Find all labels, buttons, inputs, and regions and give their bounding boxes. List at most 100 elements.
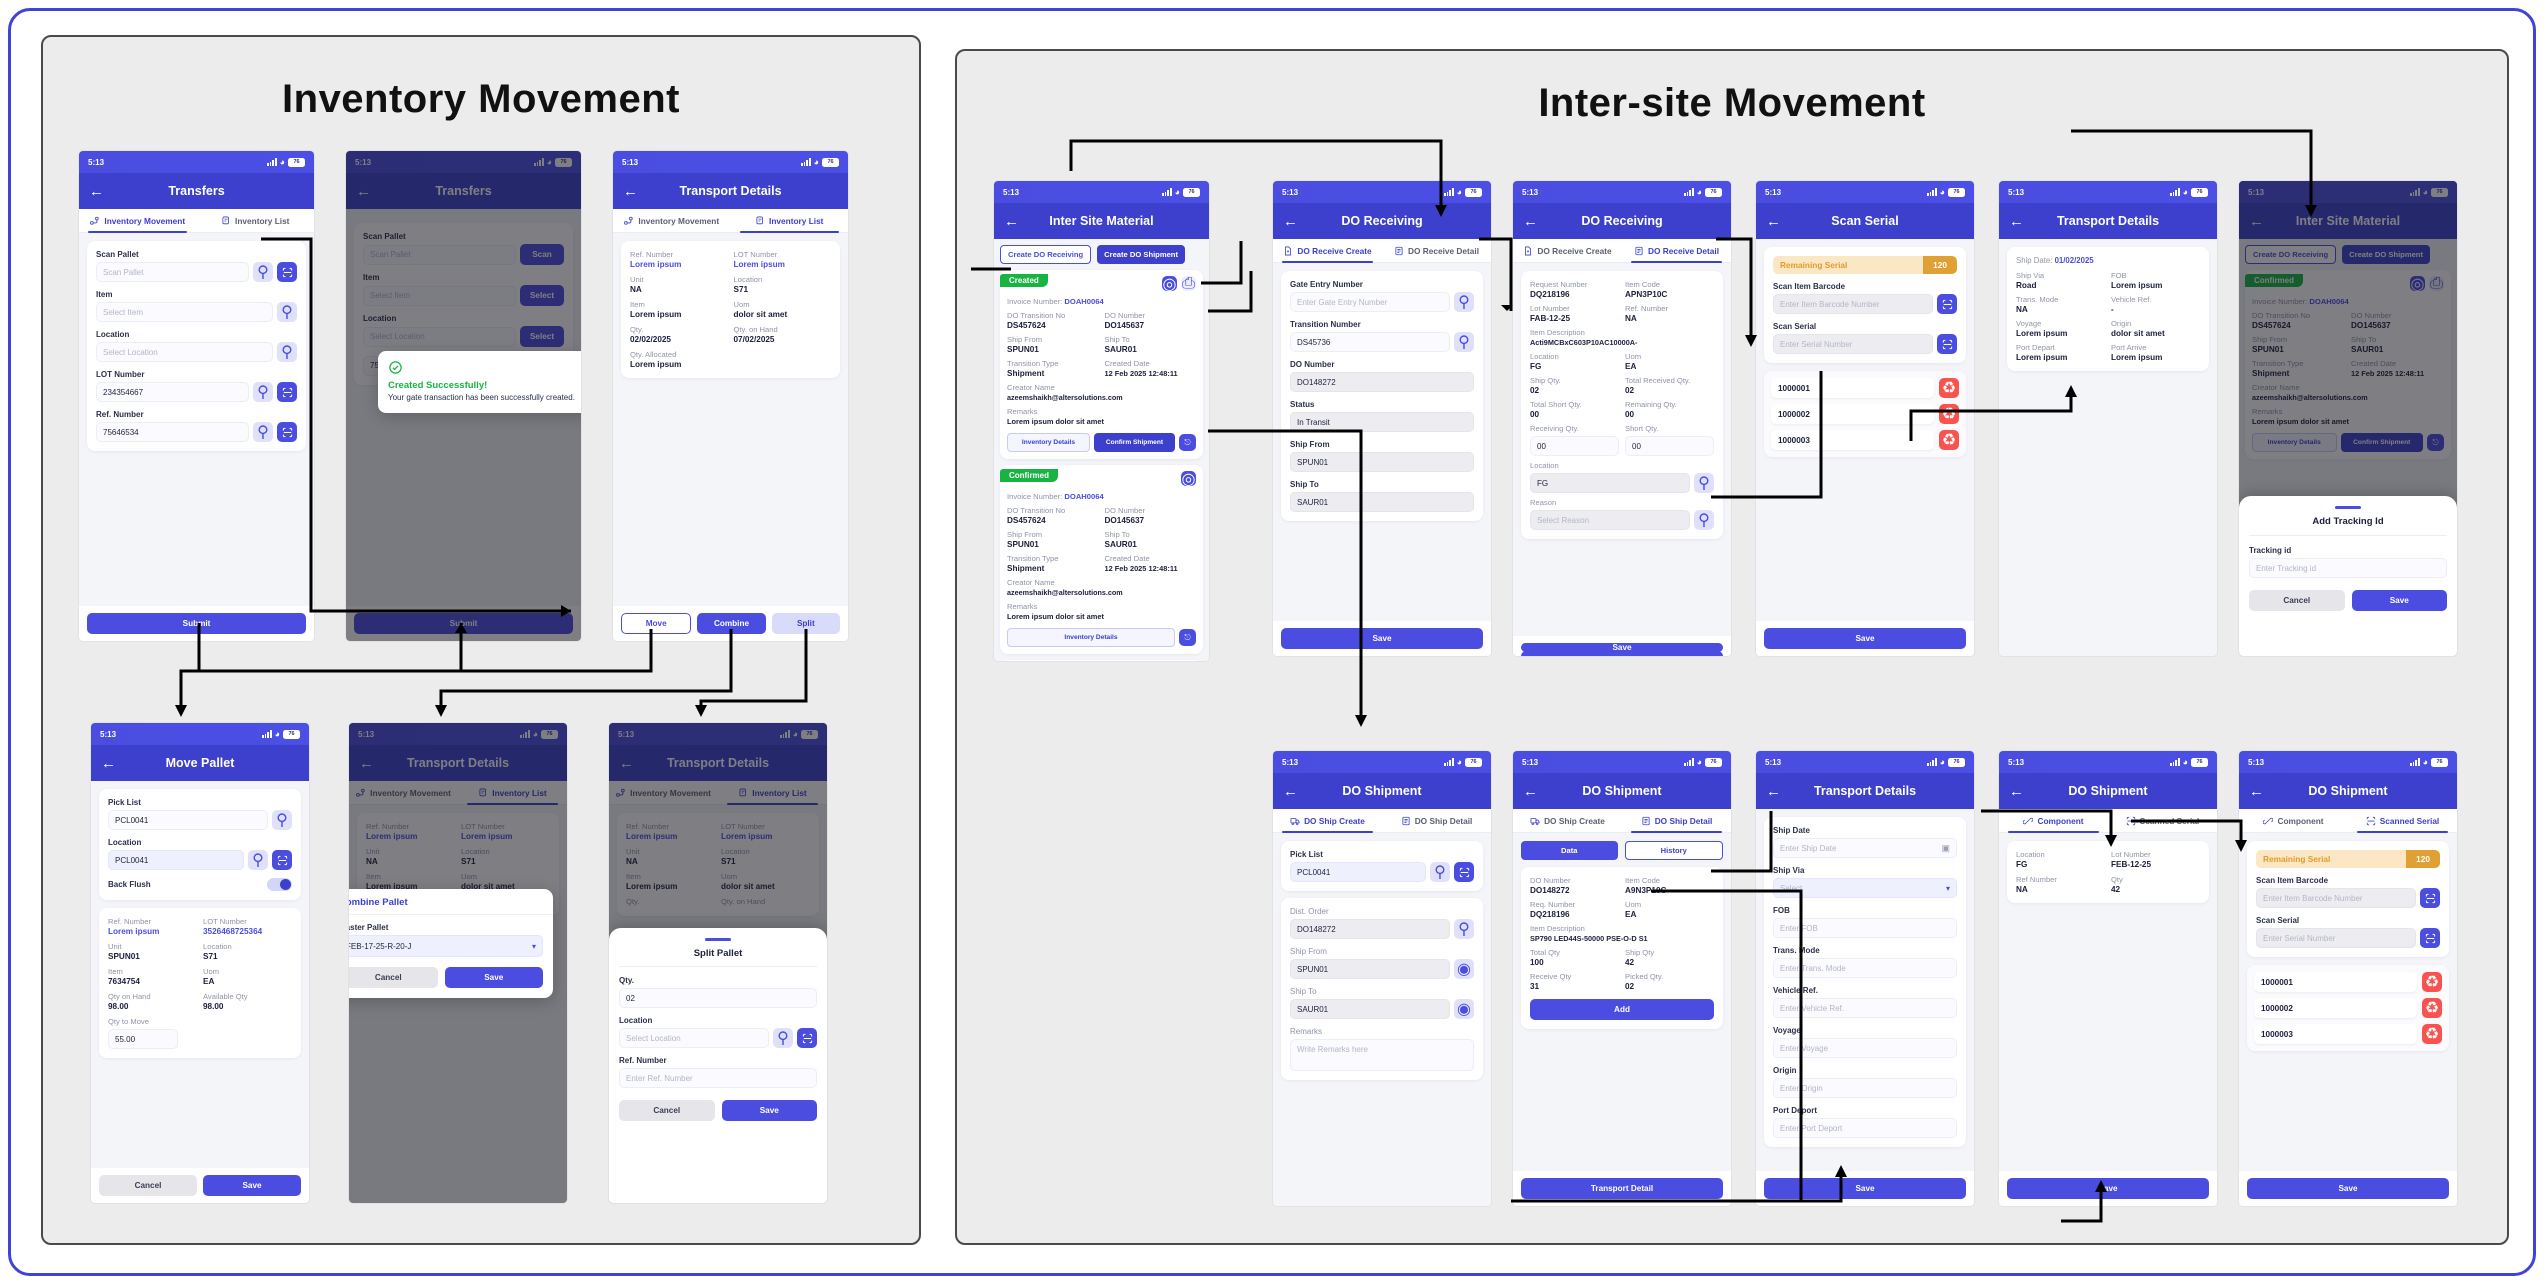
delete-icon[interactable]: ♻ xyxy=(2422,1024,2442,1044)
submit-button[interactable]: Submit xyxy=(354,613,573,634)
person-icon[interactable]: ⚲ xyxy=(1454,332,1474,352)
sheet-grabber[interactable] xyxy=(2335,506,2361,509)
ref-number-input[interactable]: 75646534 xyxy=(96,422,249,442)
back-arrow-icon[interactable]: ← xyxy=(619,754,634,772)
back-arrow-icon[interactable]: ← xyxy=(2009,212,2024,230)
transport-detail-button[interactable]: Transport Detail xyxy=(1521,1178,1723,1199)
serial-input[interactable]: Enter Serial Number xyxy=(2256,928,2416,948)
ship-from-input[interactable]: SPUN01 xyxy=(1290,959,1450,979)
ship-date-input[interactable]: Enter Ship Date ▣ xyxy=(1773,838,1957,858)
person-icon[interactable]: ⚲ xyxy=(253,382,273,402)
create-do-shipment-button[interactable]: Create DO Shipment xyxy=(2342,245,2430,264)
origin-input[interactable]: Enter Origin xyxy=(1773,1078,1957,1098)
location-input[interactable]: Select Location xyxy=(363,326,516,347)
scan-icon[interactable] xyxy=(797,1028,817,1048)
tracking-id-input[interactable]: Enter Tracking id xyxy=(2249,558,2447,578)
delete-icon[interactable]: ♻ xyxy=(1939,404,1959,424)
tab-do-receive-create[interactable]: DO Receive Create xyxy=(1273,239,1382,263)
save-button[interactable]: Save xyxy=(1521,643,1723,652)
tab-scanned-serial[interactable]: Scanned Serial xyxy=(2348,809,2457,833)
cancel-button[interactable]: Cancel xyxy=(2249,590,2345,611)
tab-inventory-list[interactable]: Inventory List xyxy=(731,209,849,233)
person-icon[interactable]: ⚲ xyxy=(1454,919,1474,939)
back-arrow-icon[interactable]: ← xyxy=(1766,782,1781,800)
tab-inventory-movement[interactable]: Inventory Movement xyxy=(609,781,718,804)
back-arrow-icon[interactable]: ← xyxy=(1283,212,1298,230)
port-deport-input[interactable]: Enter Port Deport xyxy=(1773,1118,1957,1138)
create-do-receiving-button[interactable]: Create DO Receiving xyxy=(2245,245,2337,264)
save-button[interactable]: Save xyxy=(2351,590,2447,611)
tab-component[interactable]: Component xyxy=(2239,809,2348,832)
inventory-details-button[interactable]: Inventory Details xyxy=(1007,433,1090,452)
item-input[interactable]: Select Item xyxy=(363,285,516,306)
back-arrow-icon[interactable]: ← xyxy=(623,182,638,200)
tab-inventory-movement[interactable]: Inventory Movement xyxy=(349,781,458,804)
tab-do-ship-detail[interactable]: DO Ship Detail xyxy=(1382,809,1491,832)
tab-do-ship-create[interactable]: DO Ship Create xyxy=(1273,809,1382,833)
submit-button[interactable]: Submit xyxy=(87,613,306,634)
truck-icon[interactable]: ⎋ xyxy=(2427,434,2444,451)
delete-icon[interactable]: ♻ xyxy=(1939,378,1959,398)
select-button[interactable]: Select xyxy=(520,285,564,306)
delete-icon[interactable]: ♻ xyxy=(2422,998,2442,1018)
qty-to-move-input[interactable]: 55.00 xyxy=(108,1029,178,1049)
voyage-input[interactable]: Enter Voyage xyxy=(1773,1038,1957,1058)
cancel-button[interactable]: Cancel xyxy=(99,1175,197,1196)
back-arrow-icon[interactable]: ← xyxy=(1283,782,1298,800)
transition-number-input[interactable]: DS45736 xyxy=(1290,332,1450,352)
person-icon[interactable]: ⚲ xyxy=(1454,292,1474,312)
ref-number-input[interactable]: Enter Ref. Number xyxy=(619,1068,817,1088)
combine-button[interactable]: Combine xyxy=(697,613,766,634)
tab-inventory-movement[interactable]: Inventory Movement xyxy=(613,209,731,232)
save-button[interactable]: Save xyxy=(2247,1178,2449,1199)
serial-input[interactable]: Enter Serial Number xyxy=(1773,334,1933,354)
scan-button[interactable]: Scan xyxy=(520,244,564,265)
save-button[interactable]: Save xyxy=(1764,1178,1966,1199)
back-arrow-icon[interactable]: ← xyxy=(356,182,371,200)
segment-data[interactable]: Data xyxy=(1521,841,1618,860)
back-arrow-icon[interactable]: ← xyxy=(101,754,116,772)
eye-icon[interactable]: ◉ xyxy=(1454,999,1474,1019)
tab-component[interactable]: Component xyxy=(1999,809,2108,833)
print-icon[interactable]: ⎙ xyxy=(2429,274,2444,292)
delete-icon[interactable]: ♻ xyxy=(1939,430,1959,450)
scan-icon[interactable] xyxy=(1937,334,1957,354)
select-button[interactable]: Select xyxy=(520,326,564,347)
scan-pallet-input[interactable]: Scan Pallet xyxy=(363,244,516,265)
add-button[interactable]: Add xyxy=(1530,999,1714,1020)
person-icon[interactable]: ⚲ xyxy=(253,262,273,282)
cancel-button[interactable]: Cancel xyxy=(349,967,438,988)
back-arrow-icon[interactable]: ← xyxy=(2249,212,2264,230)
scan-pallet-input[interactable]: Scan Pallet xyxy=(96,262,249,282)
create-do-receiving-button[interactable]: Create DO Receiving xyxy=(1000,245,1092,264)
reason-input[interactable]: Select Reason xyxy=(1530,510,1690,530)
item-input[interactable]: Select Item xyxy=(96,302,273,322)
remarks-input[interactable]: Write Remarks here xyxy=(1290,1039,1474,1071)
tab-inventory-list[interactable]: Inventory List xyxy=(718,781,827,805)
tab-do-receive-detail[interactable]: DO Receive Detail xyxy=(1382,239,1491,262)
back-flush-toggle[interactable] xyxy=(267,878,292,891)
confirm-shipment-button[interactable]: Confirm Shipment xyxy=(1094,433,1175,452)
back-arrow-icon[interactable]: ← xyxy=(359,754,374,772)
gate-entry-number-input[interactable]: Enter Gate Entry Number xyxy=(1290,292,1450,312)
scan-icon[interactable] xyxy=(277,382,297,402)
person-icon[interactable]: ⚲ xyxy=(1430,862,1450,882)
scan-icon[interactable] xyxy=(277,262,297,282)
truck-icon[interactable]: ⎋ xyxy=(1179,434,1196,451)
tab-inventory-movement[interactable]: Inventory Movement xyxy=(79,209,197,233)
location-input[interactable]: FG xyxy=(1530,473,1690,493)
back-arrow-icon[interactable]: ← xyxy=(1523,212,1538,230)
pick-list-input[interactable]: PCL0041 xyxy=(108,810,268,830)
save-button[interactable]: Save xyxy=(721,1100,817,1121)
save-button[interactable]: Save xyxy=(1764,628,1966,649)
scan-icon[interactable] xyxy=(1454,862,1474,882)
scan-icon[interactable] xyxy=(272,850,292,870)
delete-icon[interactable]: ♻ xyxy=(2422,972,2442,992)
pin-icon[interactable]: ◎ xyxy=(2410,275,2425,293)
master-pallet-select[interactable]: FEB-17-25-R-20-J ▾ xyxy=(349,935,543,957)
back-arrow-icon[interactable]: ← xyxy=(1523,782,1538,800)
pin-icon[interactable]: ◎ xyxy=(1162,275,1177,293)
pick-list-input[interactable]: PCL0041 xyxy=(1290,862,1426,882)
pin-icon[interactable]: ◎ xyxy=(1181,470,1196,488)
ship-via-select[interactable]: Select ▾ xyxy=(1773,878,1957,898)
